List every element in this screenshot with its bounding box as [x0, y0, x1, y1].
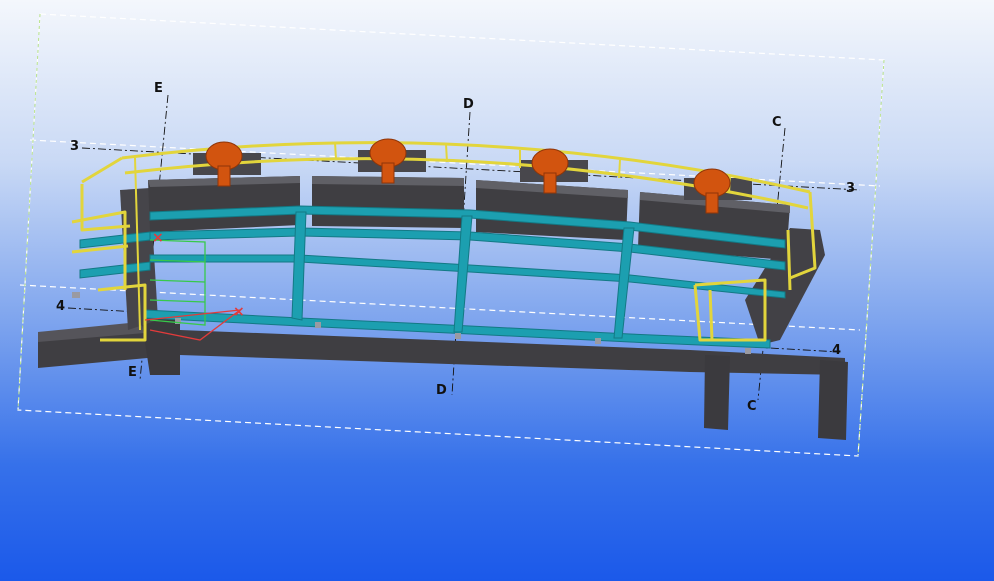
svg-text:×: × — [152, 230, 164, 246]
grid-label-d-top: D — [463, 97, 474, 112]
valve-assemblies — [205, 138, 731, 214]
svg-text:×: × — [233, 304, 245, 320]
grid-label-e-top: E — [154, 81, 163, 96]
bounding-box-edges — [17, 13, 885, 457]
grid-label-c-bottom: C — [747, 399, 757, 414]
grid-label-row4-right: 4 — [832, 343, 841, 358]
grid-label-row3-left: 3 — [70, 139, 79, 154]
steel-beam-framing — [79, 205, 786, 349]
grid-label-row3-right: 3 — [846, 181, 855, 196]
grid-label-c-top: C — [772, 115, 782, 130]
grid-label-row4-left: 4 — [56, 299, 65, 314]
anchor-bolts — [72, 292, 751, 354]
grid-label-d-bottom: D — [436, 383, 447, 398]
coordinate-gizmo: × × — [144, 230, 245, 341]
grid-labels: E E D D C C 3 3 4 4 — [56, 81, 855, 414]
grid-label-e-bottom: E — [128, 365, 137, 380]
